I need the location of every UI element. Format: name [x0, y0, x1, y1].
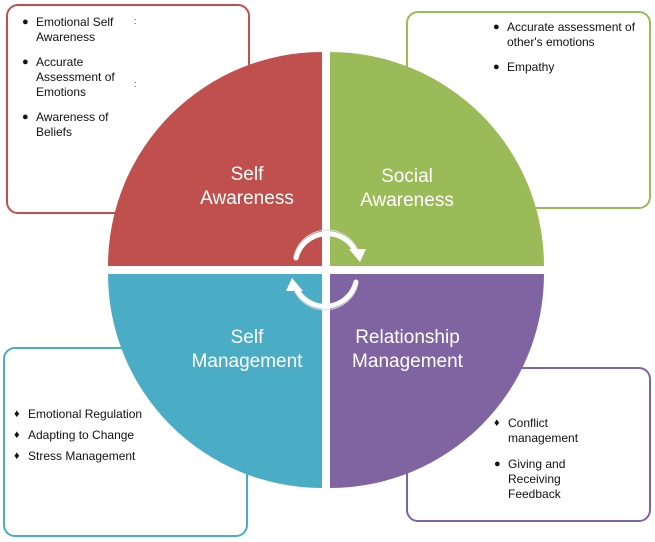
list-item: ●Awareness of Beliefs [22, 110, 109, 139]
cycle-arrows-icon [293, 231, 359, 309]
list-item: ♦Conflict management [494, 416, 579, 445]
dot-mark: : [134, 16, 137, 26]
bullet-icon: ● [494, 458, 501, 470]
list-item: ●Empathy [493, 60, 555, 74]
list-item: ●Accurate Assessment of Emotions [22, 55, 115, 99]
bullet-icon: ♦ [14, 450, 20, 462]
bullet-icon: ● [22, 111, 29, 123]
relationship-management-label: Relationship Management [352, 327, 463, 372]
self-management-sector [108, 274, 322, 488]
bullet-icon: ♦ [14, 408, 20, 420]
list-item: ♦Emotional Regulation [14, 407, 143, 421]
list-item: ●Emotional Self Awareness [22, 15, 114, 44]
self-awareness-label: Self Awareness [200, 164, 294, 209]
bullet-icon: ♦ [14, 429, 20, 441]
bullet-icon: ● [493, 61, 500, 73]
list-item: ♦Stress Management [14, 449, 136, 463]
relationship-management-list: ♦Conflict management ●Giving and Receivi… [494, 416, 604, 513]
bullet-icon: ♦ [494, 417, 500, 429]
bullet-icon: ● [493, 21, 500, 33]
self-management-label: Self Management [191, 327, 303, 372]
list-item: ●Accurate assessment of other's emotions [493, 20, 636, 49]
list-item: ●Giving and Receiving Feedback [494, 457, 566, 501]
bullet-icon: ● [22, 56, 29, 68]
self-awareness-list: ●Emotional Self Awareness ●Accurate Asse… [22, 15, 134, 150]
list-item: ♦Adapting to Change [14, 428, 135, 442]
relationship-management-sector [330, 274, 544, 488]
self-awareness-sector [108, 52, 322, 266]
dot-mark: : [134, 79, 137, 89]
social-awareness-label: Social Awareness [360, 166, 454, 211]
self-management-list: ♦Emotional Regulation ♦Adapting to Chang… [14, 407, 149, 470]
social-awareness-sector [330, 52, 544, 266]
bullet-icon: ● [22, 16, 29, 28]
social-awareness-list: ●Accurate assessment of other's emotions… [493, 20, 643, 85]
